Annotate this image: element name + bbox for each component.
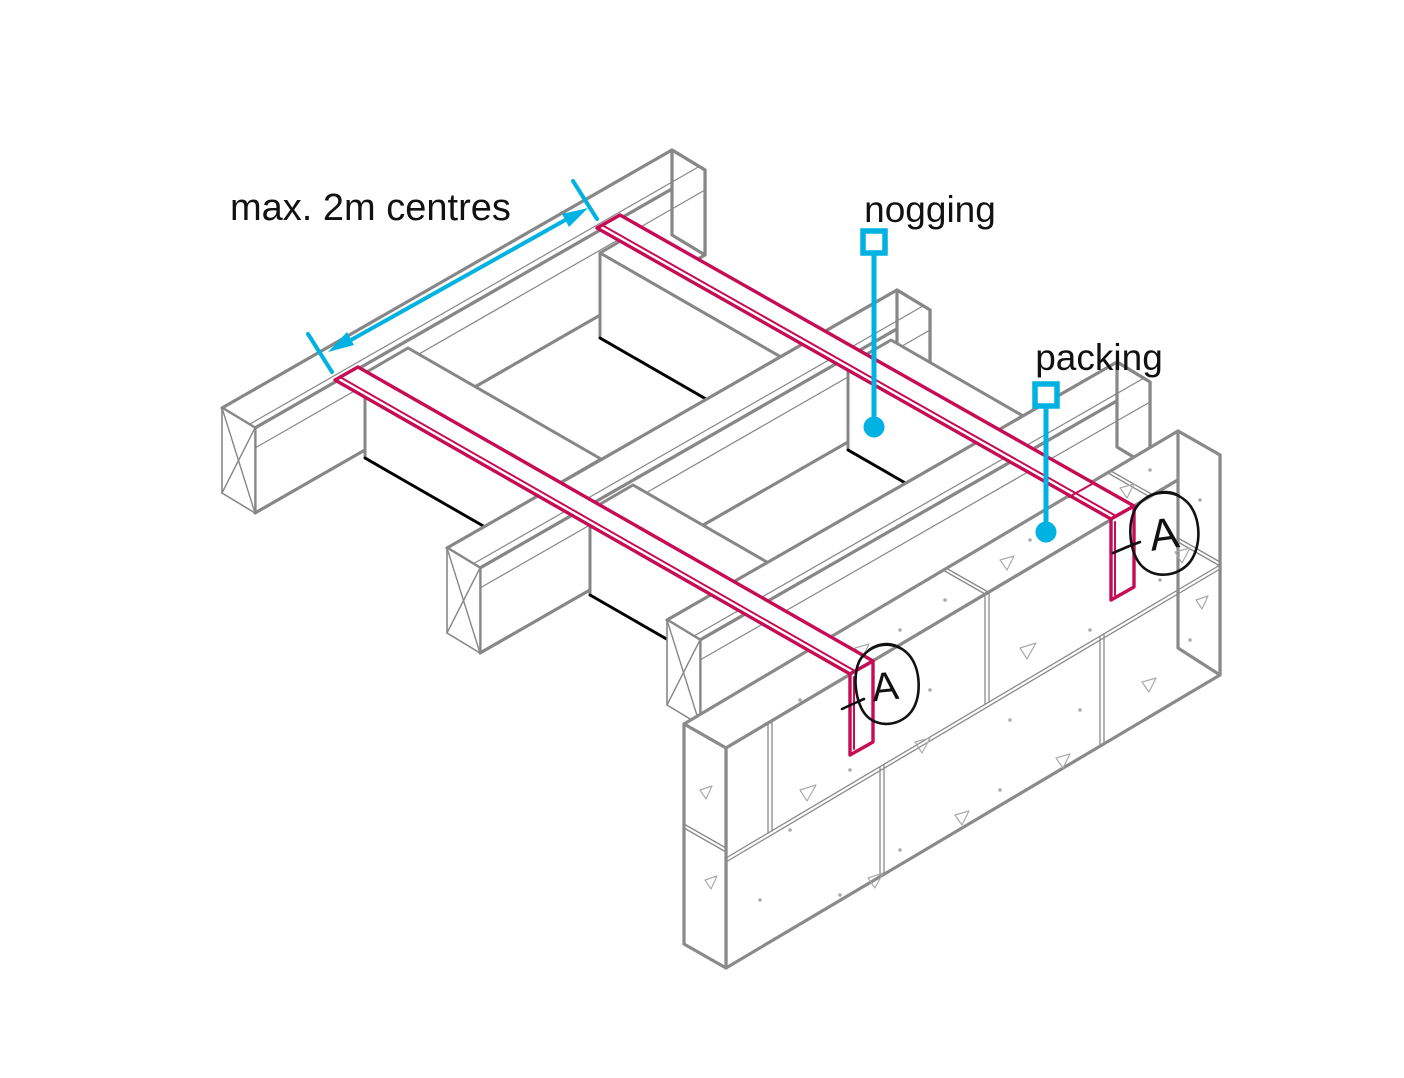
dimension-tick-start-icon	[306, 332, 334, 374]
dimension-line	[340, 212, 578, 347]
wall-right-end-face	[1176, 429, 1222, 677]
nogging-label: nogging	[864, 189, 996, 230]
detail-marker-circle-rear	[1111, 490, 1200, 576]
wall-left-end-face	[682, 722, 728, 970]
strap-bend-line	[1068, 483, 1093, 498]
leader-dot-icon	[863, 416, 885, 438]
dimension-arrow	[306, 179, 599, 374]
restraint-strap-rear	[595, 213, 1136, 602]
arrowhead-icon	[562, 208, 588, 227]
packing-leader	[1032, 381, 1060, 525]
masonry-wall	[682, 429, 1222, 970]
annotations-cyan	[306, 179, 1060, 525]
marker-leader-line	[1111, 540, 1142, 555]
blockwork-speckles	[758, 468, 1202, 902]
restraint-straps	[333, 213, 1136, 757]
joist-end-cross-icon	[446, 547, 481, 654]
wall-mortar-joints	[683, 470, 1221, 878]
nogging-leader	[860, 228, 888, 419]
detail-markers	[840, 490, 1200, 726]
arrowhead-icon	[328, 332, 354, 352]
detail-marker-letter-front: A	[869, 664, 900, 711]
joist-end-cross-icon	[666, 619, 701, 726]
detail-marker-circle-front	[840, 642, 920, 726]
leader-square-icon	[860, 228, 888, 256]
leader-dot-icon	[1035, 521, 1057, 543]
strap-drop-rear	[1109, 504, 1136, 602]
diagram-labels: max. 2m centres nogging packing A A	[230, 187, 1183, 710]
dimension-label: max. 2m centres	[230, 187, 511, 229]
leader-square-icon	[1032, 381, 1060, 409]
marker-leader-line	[840, 697, 866, 711]
joist-end-cross-icon	[221, 407, 256, 514]
dimension-tick-end-icon	[571, 179, 599, 221]
packing-label: packing	[1035, 337, 1163, 378]
annotation-glyphs	[328, 208, 1057, 543]
